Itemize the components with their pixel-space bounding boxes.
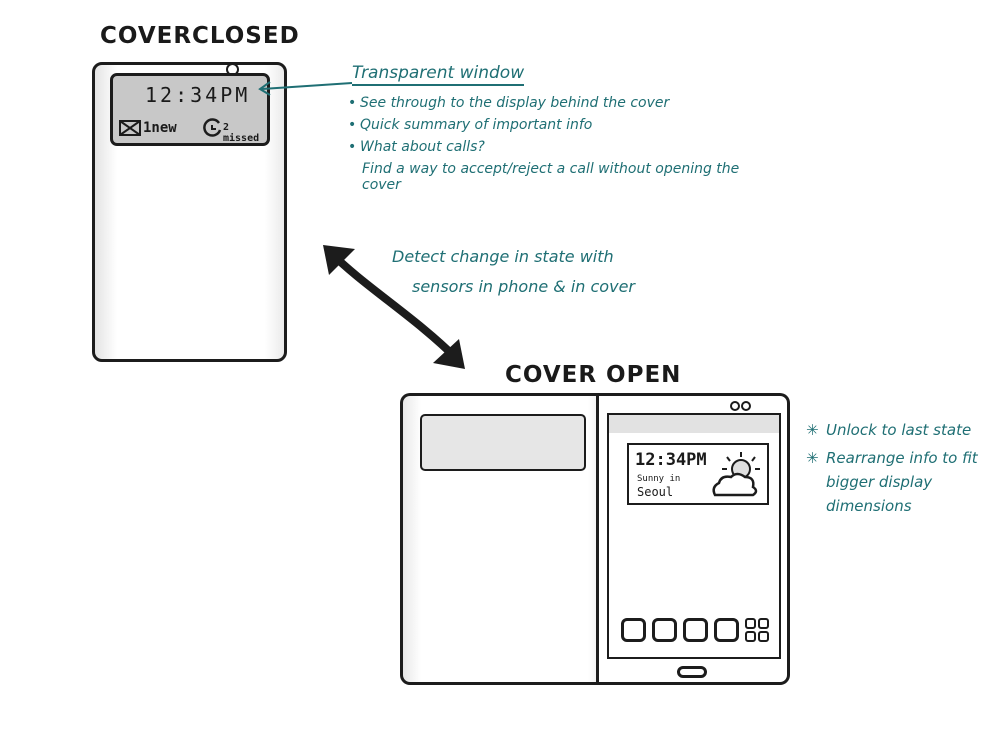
weather-line-1: Sunny in — [637, 474, 681, 484]
note-rearrange: Rearrange info to fit bigger display dim… — [806, 446, 988, 518]
app-icon[interactable] — [714, 618, 739, 642]
app-icon[interactable] — [621, 618, 646, 642]
note-unlock: Unlock to last state — [806, 418, 988, 442]
state-detection-note: Detect change in state with sensors in p… — [392, 242, 712, 302]
closed-new-count: 1new — [143, 120, 177, 136]
state-note-line-1: Detect change in state with — [392, 247, 614, 266]
envelope-x-icon — [119, 120, 141, 136]
sun-behind-cloud-icon — [712, 452, 760, 497]
note-title: Transparent window — [352, 62, 525, 86]
closed-missed-count: 2 missed — [223, 122, 260, 144]
open-state-notes: Unlock to last state Rearrange info to f… — [806, 418, 988, 518]
double-headed-arrow-icon — [323, 245, 465, 369]
weather-line-2: Seoul — [637, 485, 674, 499]
cover-closed-heading: COVERCLOSED — [100, 23, 300, 49]
state-note-line-2: sensors in phone & in cover — [412, 277, 635, 296]
note-call-idea: Find a way to accept/reject a call witho… — [362, 161, 740, 193]
closed-clock: 12:34PM — [145, 83, 251, 107]
note-bullet: See through to the display behind the co… — [348, 92, 748, 114]
note-bullet: What about calls? — [348, 136, 748, 158]
cover-window-outline — [420, 414, 586, 471]
open-clock: 12:34PM — [635, 450, 707, 470]
missed-call-icon — [203, 118, 222, 137]
clock-weather-widget: 12:34PM Sunny in Seoul — [627, 443, 769, 505]
sensor-dot — [741, 401, 751, 411]
app-icon[interactable] — [683, 618, 708, 642]
app-drawer-icon[interactable] — [744, 617, 770, 643]
cover-open-heading: COVER OPEN — [505, 362, 682, 388]
app-icon[interactable] — [652, 618, 677, 642]
home-button[interactable] — [677, 666, 707, 678]
transparent-window: 12:34PM 1new 2 missed — [110, 73, 270, 146]
camera-dot — [730, 401, 740, 411]
transparent-window-note: Transparent window See through to the di… — [348, 62, 748, 193]
note-bullet: Quick summary of important info — [348, 114, 748, 136]
pointer-arrow — [258, 81, 353, 96]
